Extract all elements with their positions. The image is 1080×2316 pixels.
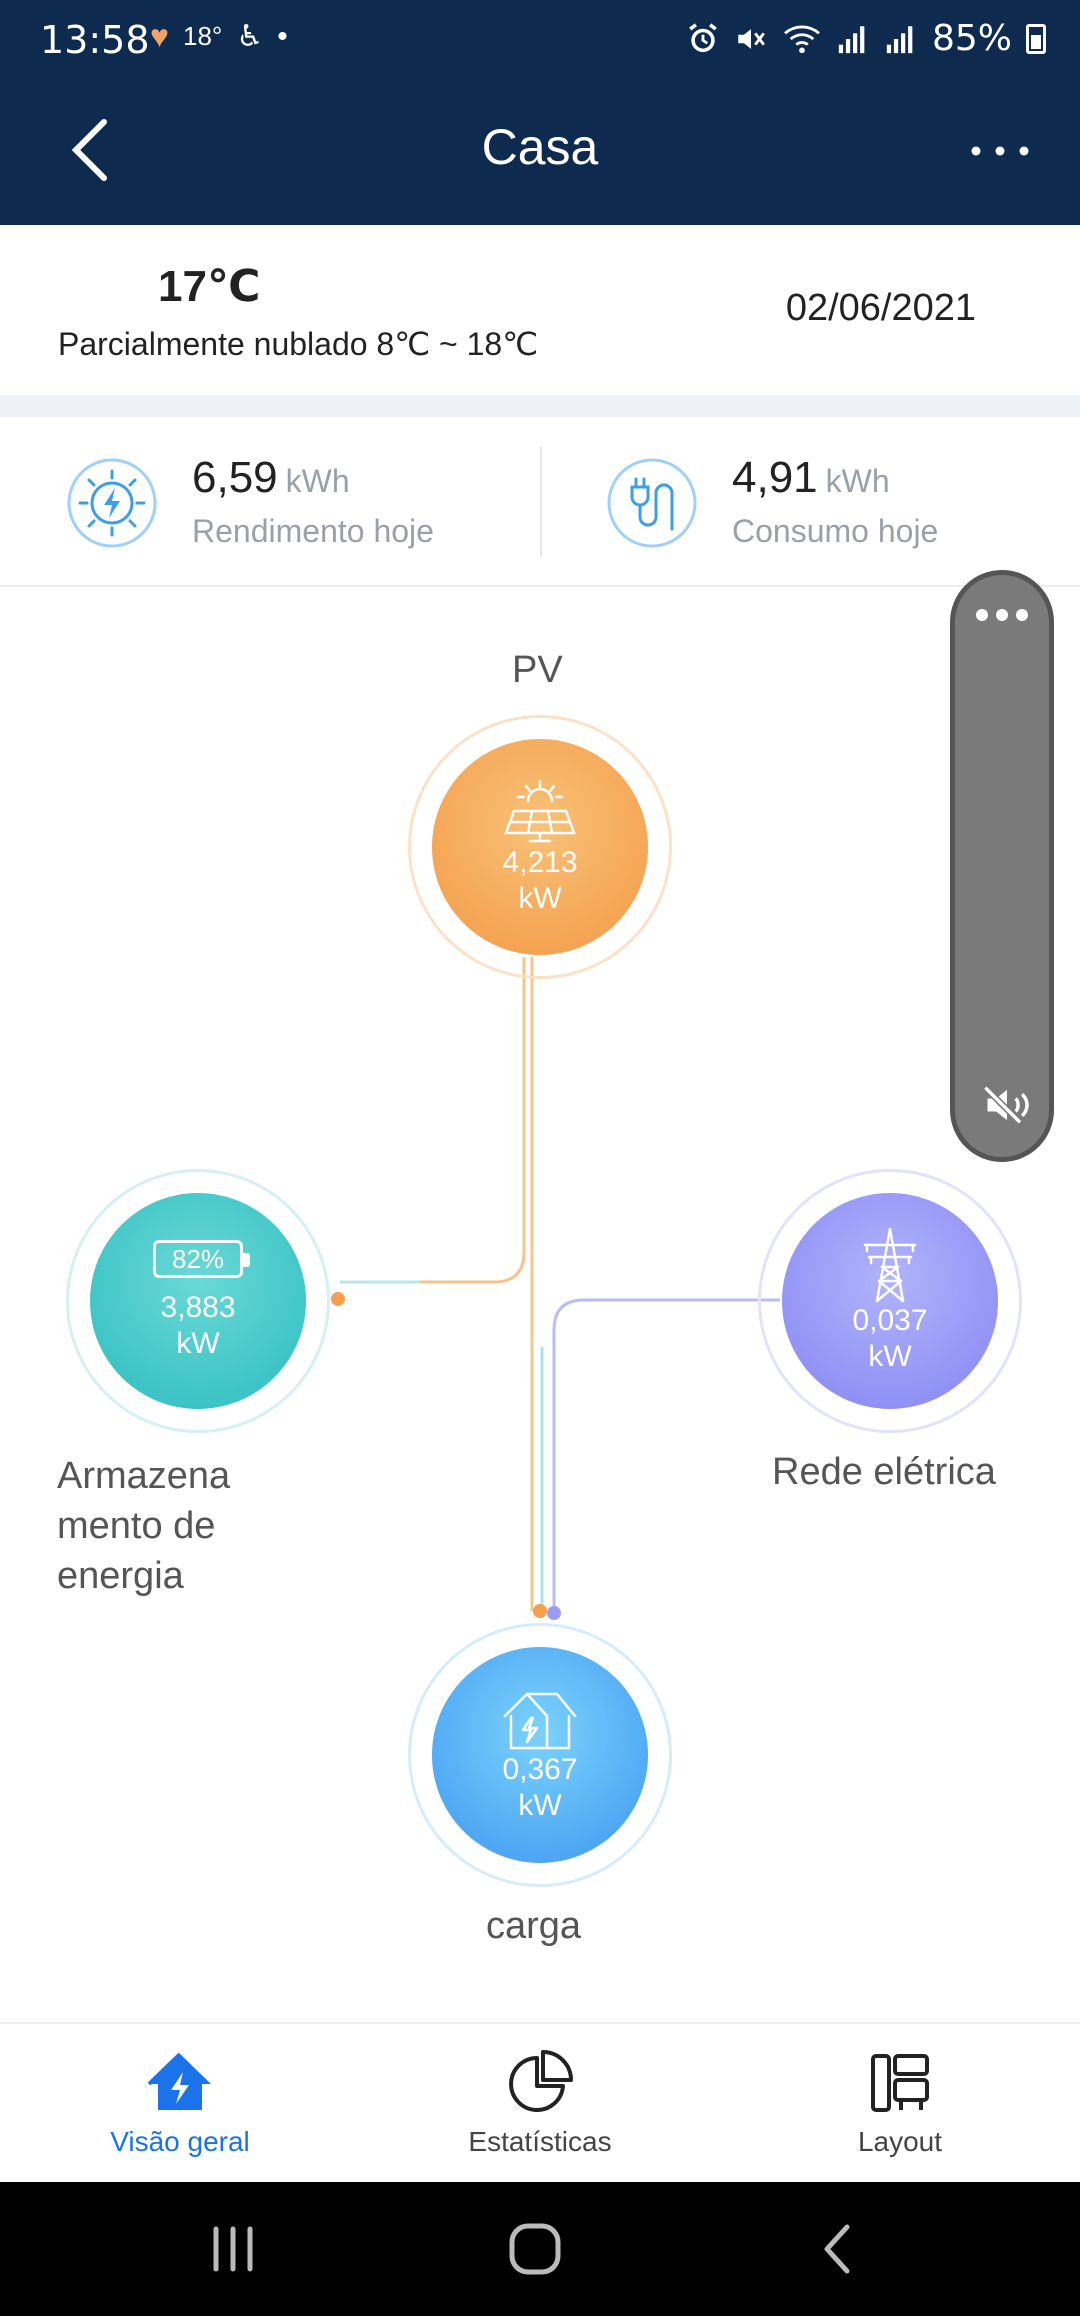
status-bar: 13:58 ♥ 18° ♿ • 85% [0, 0, 1080, 80]
storage-label-line-1: Armazena [57, 1455, 231, 1497]
pv-node-ring [408, 715, 672, 979]
storage-value: 3,883 [160, 1291, 236, 1324]
grid-value: 0,037 [852, 1304, 928, 1337]
page-title: Casa [481, 119, 599, 175]
plug-icon [607, 458, 697, 548]
recent-apps-icon [213, 2226, 253, 2272]
system-navigation-bar [0, 2182, 1080, 2316]
consumption-unit: kWh [825, 463, 890, 499]
mute-icon[interactable] [981, 1079, 1033, 1131]
pv-unit: kW [518, 882, 562, 915]
solar-panel-icon [504, 779, 576, 843]
battery-icon: 82% [153, 1240, 250, 1278]
pie-chart-icon [509, 2050, 573, 2112]
storage-label-line-2: mento de [57, 1505, 216, 1547]
back-button[interactable] [50, 110, 130, 190]
nav-statistics[interactable]: Estatísticas [360, 2024, 720, 2184]
mute-icon [738, 28, 765, 49]
house-bolt-icon [503, 1692, 577, 1750]
back-arrow-icon [71, 119, 107, 181]
current-date: 02/06/2021 [785, 287, 976, 329]
layout-icon [871, 2054, 929, 2112]
grid-label: Rede elétrica [772, 1451, 996, 1493]
stats-separator [540, 447, 542, 557]
pv-value: 4,213 [502, 846, 578, 879]
notification-dot-icon: • [277, 19, 288, 53]
status-left-icons: ♥ 18° ♿ • [150, 18, 288, 55]
heart-rate-icon: ♥ [150, 18, 169, 54]
grid-node-ring [758, 1169, 1022, 1433]
alarm-icon [689, 22, 717, 52]
storage-label-line-3: energia [57, 1555, 184, 1597]
nav-layout[interactable]: Layout [720, 2024, 1080, 2184]
storage-node-ring [66, 1169, 330, 1433]
consumption-number: 4,91 [732, 453, 818, 502]
current-temperature: 17℃ [158, 262, 261, 311]
storage-node[interactable]: 82% 3,883 kW [90, 1193, 306, 1409]
storage-label: Armazena mento de energia [57, 1451, 230, 1601]
load-node[interactable]: 0,367 kW [432, 1647, 648, 1863]
yield-number: 6,59 [192, 453, 278, 502]
load-unit: kW [518, 1789, 562, 1822]
storage-unit: kW [176, 1327, 220, 1360]
energy-flow-diagram: PV 4,213 kW 82% 3,883 kW Armazena mento … [0, 587, 1080, 2022]
weather-card: 17℃ Parcialmente nublado 8℃ ~ 18℃ 02/06/… [0, 225, 1080, 395]
pv-node[interactable]: 4,213 kW [432, 739, 648, 955]
load-node-ring [408, 1623, 672, 1887]
floating-volume-panel[interactable] [950, 570, 1054, 1162]
section-divider [0, 395, 1080, 417]
load-label: carga [486, 1905, 582, 1947]
wifi-icon [784, 25, 820, 53]
yield-unit: kWh [285, 463, 350, 499]
more-options-button[interactable] [960, 116, 1040, 186]
nav-overview[interactable]: Visão geral [0, 2024, 360, 2184]
app-bar: Casa [0, 80, 1080, 225]
system-back-icon [824, 2224, 850, 2274]
status-right-icons: 85% [686, 18, 1046, 59]
recent-apps-button[interactable] [193, 2212, 273, 2286]
battery-percent: 85% [931, 18, 1012, 59]
nav-layout-label: Layout [857, 2126, 943, 2157]
battery-icon [1026, 23, 1046, 54]
grid-unit: kW [868, 1340, 912, 1373]
bottom-navigation: Visão geral Estatísticas Layout [0, 2022, 1080, 2182]
yield-label: Rendimento hoje [192, 513, 434, 549]
home-button[interactable] [495, 2212, 575, 2286]
system-back-button[interactable] [797, 2212, 877, 2286]
pv-label: PV [512, 649, 563, 691]
status-weather-temp: 18° [183, 21, 223, 51]
signal-icon [838, 25, 865, 53]
consumption-label: Consumo hoje [732, 513, 939, 549]
flow-lines [331, 957, 780, 1620]
status-time: 13:58 [40, 18, 150, 62]
panel-more-icon[interactable] [955, 609, 1049, 621]
accessibility-icon: ♿ [236, 20, 264, 53]
signal-icon-2 [886, 25, 913, 53]
grid-node[interactable]: 0,037 kW [782, 1193, 998, 1409]
power-tower-icon [863, 1227, 917, 1303]
weather-condition: Parcialmente nublado 8℃ ~ 18℃ [58, 326, 539, 362]
nav-overview-label: Visão geral [110, 2126, 250, 2157]
home-bolt-icon [147, 2052, 211, 2110]
battery-level-text: 82% [171, 1243, 225, 1274]
nav-statistics-label: Estatísticas [468, 2126, 612, 2157]
solar-bolt-icon [67, 458, 157, 548]
load-value: 0,367 [502, 1753, 578, 1786]
home-circle-icon [509, 2223, 561, 2275]
more-dots-icon [971, 146, 1029, 156]
